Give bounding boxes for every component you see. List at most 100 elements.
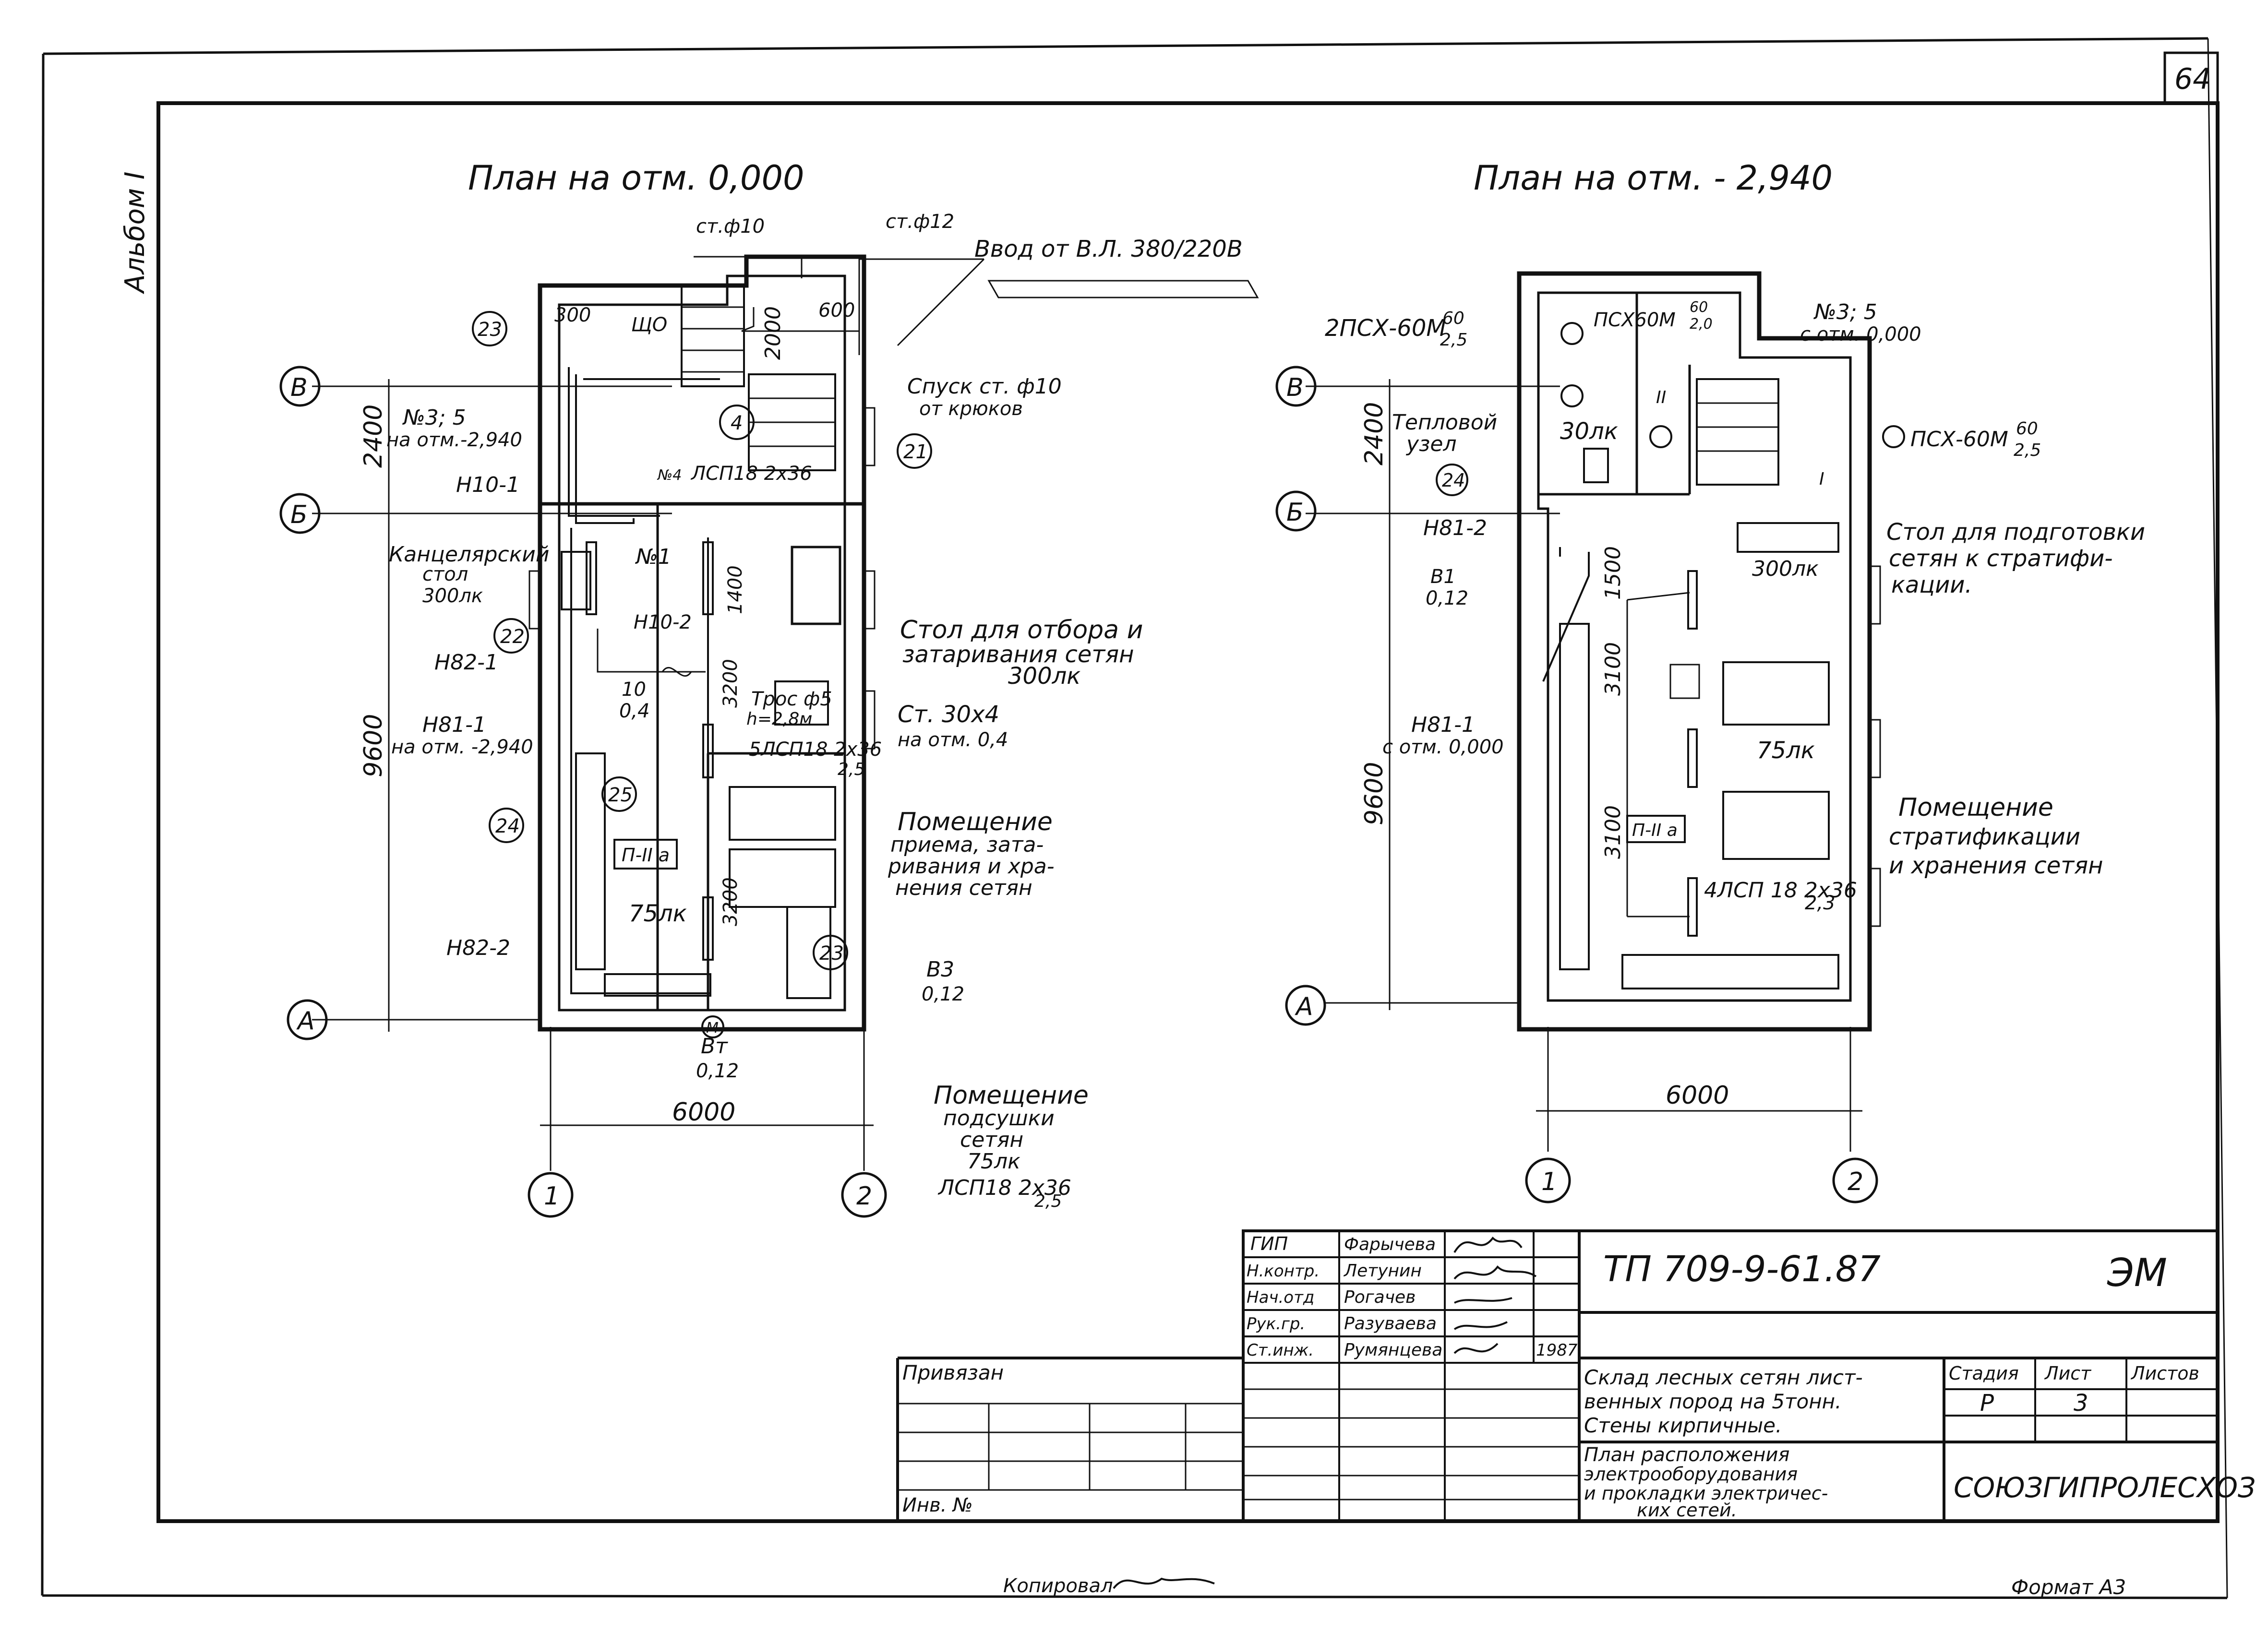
list-value: 3 xyxy=(2074,1390,2088,1417)
inv-no: Инв. № xyxy=(902,1494,973,1516)
circle-23b: 23 xyxy=(819,942,844,965)
stol-right-1: Стол для подготовки xyxy=(1886,519,2145,546)
p2a-right: П-II а xyxy=(1632,821,1678,840)
n4-label: №4 xyxy=(657,467,682,484)
circle-4: 4 xyxy=(731,412,743,434)
name-3: Рогачев xyxy=(1344,1287,1416,1307)
desc-3: Стены кирпичные. xyxy=(1584,1414,1782,1437)
plan-right-walls xyxy=(1517,271,1872,1032)
dim-6000-right: 6000 xyxy=(1666,1081,1729,1110)
axis-a-left: A xyxy=(296,1007,315,1036)
pom2-frac: 2,5 xyxy=(1034,1191,1062,1211)
psh-left-frac-bot: 2,5 xyxy=(1440,330,1467,350)
dim-3200a: 3200 xyxy=(720,659,742,708)
lk75-left: 75лк xyxy=(629,900,687,927)
kanc-2: стол xyxy=(422,563,468,585)
pom1-1: Помещение xyxy=(898,808,1053,836)
title-block: ТП 709-9-61.87 ЭМ ГИП Н.контр. Нач.отд Р… xyxy=(896,1229,2256,1523)
psh-right: ПСХ-60М xyxy=(1910,427,2008,452)
circle-25: 25 xyxy=(608,784,633,806)
v3-sub: 0,12 xyxy=(922,983,964,1005)
h81-1-left: Н81-1 xyxy=(422,713,486,737)
plan-desc-2: электрооборудования xyxy=(1584,1464,1798,1485)
stol-right-2: сетян к стратифи- xyxy=(1889,545,2113,572)
lsp4-frac: 2,3 xyxy=(1805,892,1836,914)
spusk-1: Спуск ст. ф10 xyxy=(907,374,1062,399)
stol-left-3: 300лк xyxy=(1008,663,1080,690)
psh-mid-frac-top: 60 xyxy=(1690,299,1708,316)
pom2-5: ЛСП18 2х36 xyxy=(937,1176,1071,1200)
motor-label: М xyxy=(706,1020,719,1036)
name-5: Румянцева xyxy=(1344,1340,1442,1360)
desc-1: Склад лесных сетян лист- xyxy=(1584,1366,1863,1389)
p2a-left: П-II а xyxy=(622,845,670,866)
dim-2400-left: 2400 xyxy=(359,405,388,468)
role-nkontr: Н.контр. xyxy=(1247,1262,1320,1281)
role-gip: ГИП xyxy=(1250,1233,1288,1254)
sheet-number: 64 xyxy=(2174,62,2211,96)
st-phi12: ст.ф12 xyxy=(886,211,954,233)
signatures xyxy=(1453,1236,1537,1354)
dim-3200b: 3200 xyxy=(720,877,742,926)
album-label: Альбом I xyxy=(120,172,151,294)
dim-2000: 2000 xyxy=(761,306,785,360)
stadia-header: Стадия xyxy=(1949,1363,2019,1384)
pom2-3: сетян xyxy=(960,1128,1023,1152)
circle-21: 21 xyxy=(903,441,928,463)
role-stinzh: Ст.инж. xyxy=(1247,1341,1314,1360)
kanc-1: Канцелярский xyxy=(389,542,549,567)
shchu-label: ЩО xyxy=(631,314,667,336)
pom2-1: Помещение xyxy=(934,1081,1089,1110)
pom1-2: приема, зата- xyxy=(890,833,1044,857)
dim-300: 300 xyxy=(554,304,591,326)
lsp-top: ЛСП18 2х36 xyxy=(690,463,812,485)
pom2-2: подсушки xyxy=(943,1106,1055,1131)
stol-left-1: Стол для отбора и xyxy=(900,616,1143,644)
plan-desc-4: ких сетей. xyxy=(1637,1500,1737,1521)
spusk-2: от крюков xyxy=(919,398,1023,420)
circle-23a: 23 xyxy=(478,319,502,341)
h10-2: Н10-2 xyxy=(634,611,692,633)
plan-left-title: План на отм. 0,000 xyxy=(468,158,804,198)
tros-h: h=2,8м xyxy=(746,709,812,729)
circle-22: 22 xyxy=(500,626,525,648)
listov-header: Листов xyxy=(2130,1363,2199,1384)
axis-b-right: Б xyxy=(1286,498,1304,527)
dim-1400: 1400 xyxy=(724,565,746,614)
role-nachotd: Нач.отд xyxy=(1247,1288,1314,1307)
doc-code: ТП 709-9-61.87 xyxy=(1603,1249,1881,1290)
copied-label: Копировал xyxy=(1003,1575,1113,1597)
st30: Ст. 30х4 xyxy=(898,701,999,728)
room-I: I xyxy=(1819,469,1824,489)
vvod-label: Ввод от В.Л. 380/220В xyxy=(974,236,1243,262)
axis-1-left: 1 xyxy=(544,1182,560,1211)
teplo-1: Тепловой xyxy=(1392,410,1497,435)
axis-2-left: 2 xyxy=(856,1182,872,1211)
plan-right: План на отм. - 2,940 xyxy=(1275,158,2145,1203)
name-1: Фарычева xyxy=(1344,1235,1436,1254)
otm-2940: на отм.-2,940 xyxy=(386,429,522,451)
axis-v-right: В xyxy=(1286,373,1304,402)
name-2: Летунин xyxy=(1343,1261,1422,1281)
psh-mid-frac-bot: 2,0 xyxy=(1690,316,1713,333)
circle-24: 24 xyxy=(495,815,520,837)
plan-right-title: План на отм. - 2,940 xyxy=(1474,158,1833,198)
psh-right-frac-bot: 2,5 xyxy=(2014,441,2041,460)
stol-left-2: затаривания сетян xyxy=(902,641,1134,668)
st-phi10: ст.ф10 xyxy=(696,215,765,238)
tros: Трос ф5 xyxy=(751,688,832,710)
pom-right-1: Помещение xyxy=(1898,793,2053,822)
psh-right-frac-top: 60 xyxy=(2016,419,2038,439)
axis-b-left: Б xyxy=(290,500,308,529)
n3-5-left: №3; 5 xyxy=(402,405,466,430)
c10: 10 xyxy=(622,679,646,701)
n3-5-right: №3; 5 xyxy=(1813,300,1877,324)
plan-left: План на отм. 0,000 xyxy=(279,158,1259,1218)
room-II: II xyxy=(1656,388,1666,407)
h81-1-right: Н81-1 xyxy=(1411,713,1475,737)
lsp5: 5ЛСП18 2х36 xyxy=(749,739,882,761)
kanc-3: 300лк xyxy=(422,585,483,607)
v1-label: В1 xyxy=(1430,566,1456,588)
dim-9600-right: 9600 xyxy=(1360,762,1389,825)
